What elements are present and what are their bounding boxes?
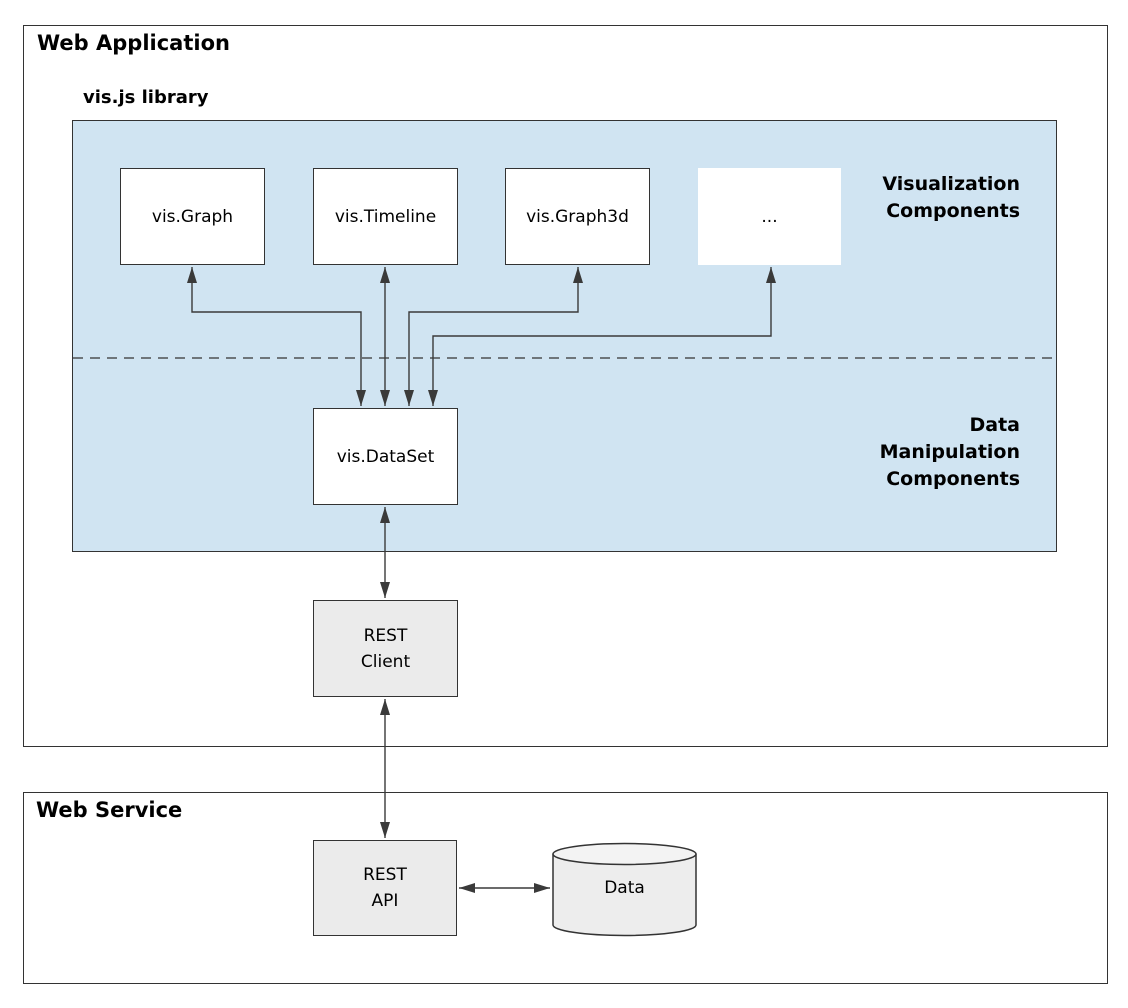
rest-client-label-line1: REST bbox=[363, 625, 408, 646]
web-service-container bbox=[23, 792, 1108, 984]
component-box-vis-graph: vis.Graph bbox=[120, 168, 265, 265]
component-box-more: ... bbox=[698, 168, 841, 265]
component-box-vis-timeline: vis.Timeline bbox=[313, 168, 458, 265]
data-manipulation-label-line1: Data bbox=[969, 414, 1021, 436]
rest-api-label-line2: API bbox=[371, 891, 399, 911]
visualization-components-label: Visualization Components bbox=[882, 171, 1020, 225]
dataset-label: vis.DataSet bbox=[336, 446, 435, 467]
component-box-vis-graph3d: vis.Graph3d bbox=[505, 168, 650, 265]
rest-api-label-line1: REST bbox=[363, 865, 407, 885]
visualization-components-label-line1: Visualization bbox=[882, 173, 1020, 195]
visjs-library-title: vis.js library bbox=[83, 87, 209, 108]
data-store-cylinder: Data bbox=[552, 842, 697, 937]
data-manipulation-components-label: Data Manipulation Components bbox=[880, 412, 1020, 493]
data-manipulation-label-line3: Components bbox=[886, 468, 1020, 490]
database-icon bbox=[552, 842, 697, 937]
visualization-components-label-line2: Components bbox=[886, 200, 1020, 222]
vis-timeline-label: vis.Timeline bbox=[334, 206, 437, 227]
web-service-title: Web Service bbox=[36, 798, 183, 822]
data-store-label: Data bbox=[604, 878, 645, 898]
web-application-container bbox=[23, 25, 1108, 747]
rest-api-box: REST API bbox=[313, 840, 457, 936]
rest-client-label-line2: Client bbox=[360, 651, 411, 672]
rest-client-box: REST Client bbox=[313, 600, 458, 697]
web-application-title: Web Application bbox=[37, 31, 230, 55]
vis-graph3d-label: vis.Graph3d bbox=[526, 206, 629, 227]
more-components-label: ... bbox=[761, 206, 778, 227]
dataset-box: vis.DataSet bbox=[313, 408, 458, 505]
vis-graph-label: vis.Graph bbox=[151, 206, 234, 227]
data-manipulation-label-line2: Manipulation bbox=[879, 441, 1020, 463]
